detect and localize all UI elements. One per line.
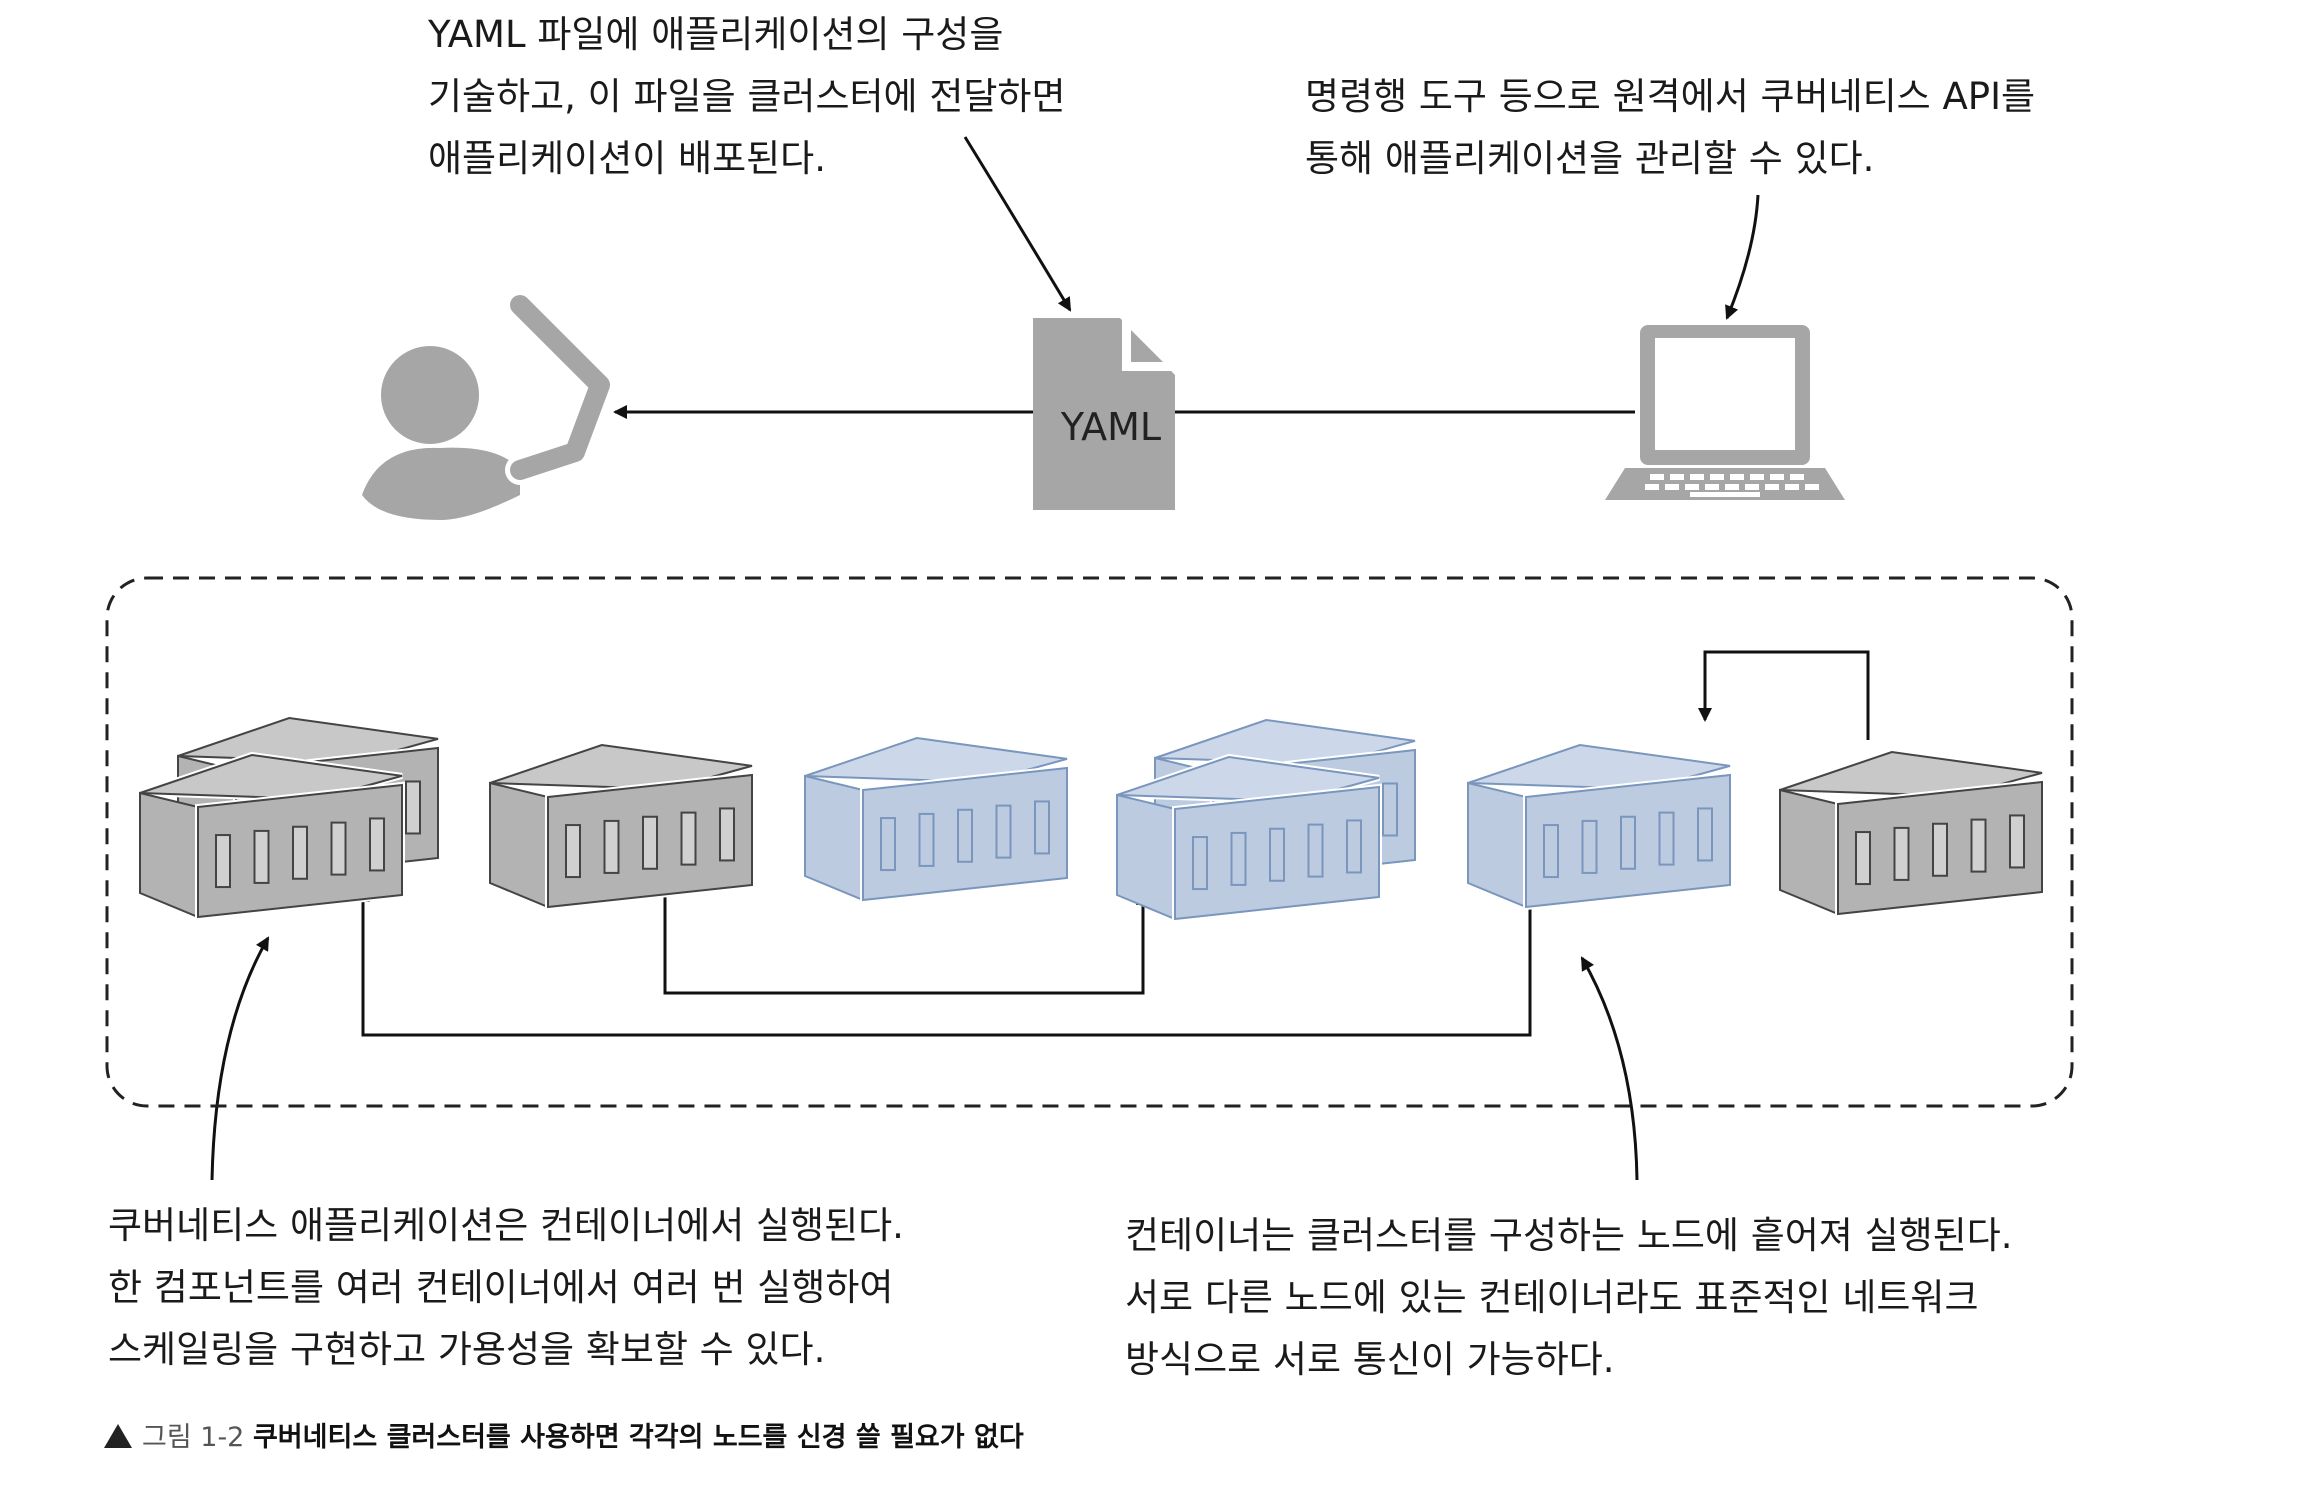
containers-callout-arrow (210, 936, 270, 1181)
cli-annotation: 명령행 도구 등으로 원격에서 쿠버네티스 API를 통해 애플리케이션을 관리… (1305, 66, 2035, 190)
container-icon (1467, 741, 1733, 911)
container-icon (1779, 748, 2045, 918)
container-icon (804, 734, 1070, 904)
figure-caption: 그림 1-2 쿠버네티스 클러스터를 사용하면 각각의 노드를 신경 쓸 필요가… (104, 1415, 1024, 1454)
cluster-boundary (105, 576, 2074, 1108)
yaml-annotation-line: YAML 파일에 애플리케이션의 구성을 (428, 13, 1004, 56)
figure-number: 그림 1-2 (142, 1422, 245, 1453)
cli-annotation-line: 통해 애플리케이션을 관리할 수 있다. (1305, 137, 1875, 180)
container-icon (489, 741, 755, 911)
container-icon (139, 751, 405, 921)
figure-caption-text: 쿠버네티스 클러스터를 사용하면 각각의 노드를 신경 쓸 필요가 없다 (252, 1422, 1024, 1453)
connector-container-2-to-4 (663, 858, 1150, 995)
containers-annotation-line: 스케일링을 구현하고 가용성을 확보할 수 있다. (108, 1328, 826, 1371)
containers-annotation-line: 한 컴포넌트를 여러 컨테이너에서 여러 번 실행하여 (108, 1266, 894, 1309)
user-icon (362, 290, 615, 520)
container-icon (1116, 753, 1382, 923)
connector-container-5-to-1 (356, 868, 1532, 1037)
cli-annotation-line: 명령행 도구 등으로 원격에서 쿠버네티스 API를 (1305, 75, 2036, 118)
nodes-annotation-line: 방식으로 서로 통신이 가능하다. (1125, 1338, 1615, 1381)
triangle-icon (104, 1424, 132, 1448)
yaml-annotation-line: 기술하고, 이 파일을 클러스터에 전달하면 (428, 75, 1066, 118)
nodes-annotation-line: 서로 다른 노드에 있는 컨테이너라도 표준적인 네트워크 (1125, 1276, 1979, 1319)
containers-group (139, 714, 2045, 923)
containers-annotation: 쿠버네티스 애플리케이션은 컨테이너에서 실행된다. 한 컴포넌트를 여러 컨테… (108, 1195, 904, 1381)
yaml-file-label: YAML (1060, 405, 1161, 449)
yaml-annotation: YAML 파일에 애플리케이션의 구성을 기술하고, 이 파일을 클러스터에 전… (428, 4, 1066, 190)
yaml-annotation-line: 애플리케이션이 배포된다. (428, 137, 826, 180)
cli-callout-arrow (1725, 194, 1760, 320)
nodes-callout-arrow (1580, 956, 1639, 1181)
connector-container-6-to-5 (1698, 650, 1870, 740)
nodes-annotation: 컨테이너는 클러스터를 구성하는 노드에 흩어져 실행된다. 서로 다른 노드에… (1125, 1205, 2013, 1391)
containers-annotation-line: 쿠버네티스 애플리케이션은 컨테이너에서 실행된다. (108, 1204, 904, 1247)
yaml-callout-arrow (963, 136, 1072, 312)
yaml-file-icon: YAML (1033, 310, 1183, 510)
laptop-icon (1605, 325, 1845, 500)
nodes-annotation-line: 컨테이너는 클러스터를 구성하는 노드에 흩어져 실행된다. (1125, 1214, 2013, 1257)
